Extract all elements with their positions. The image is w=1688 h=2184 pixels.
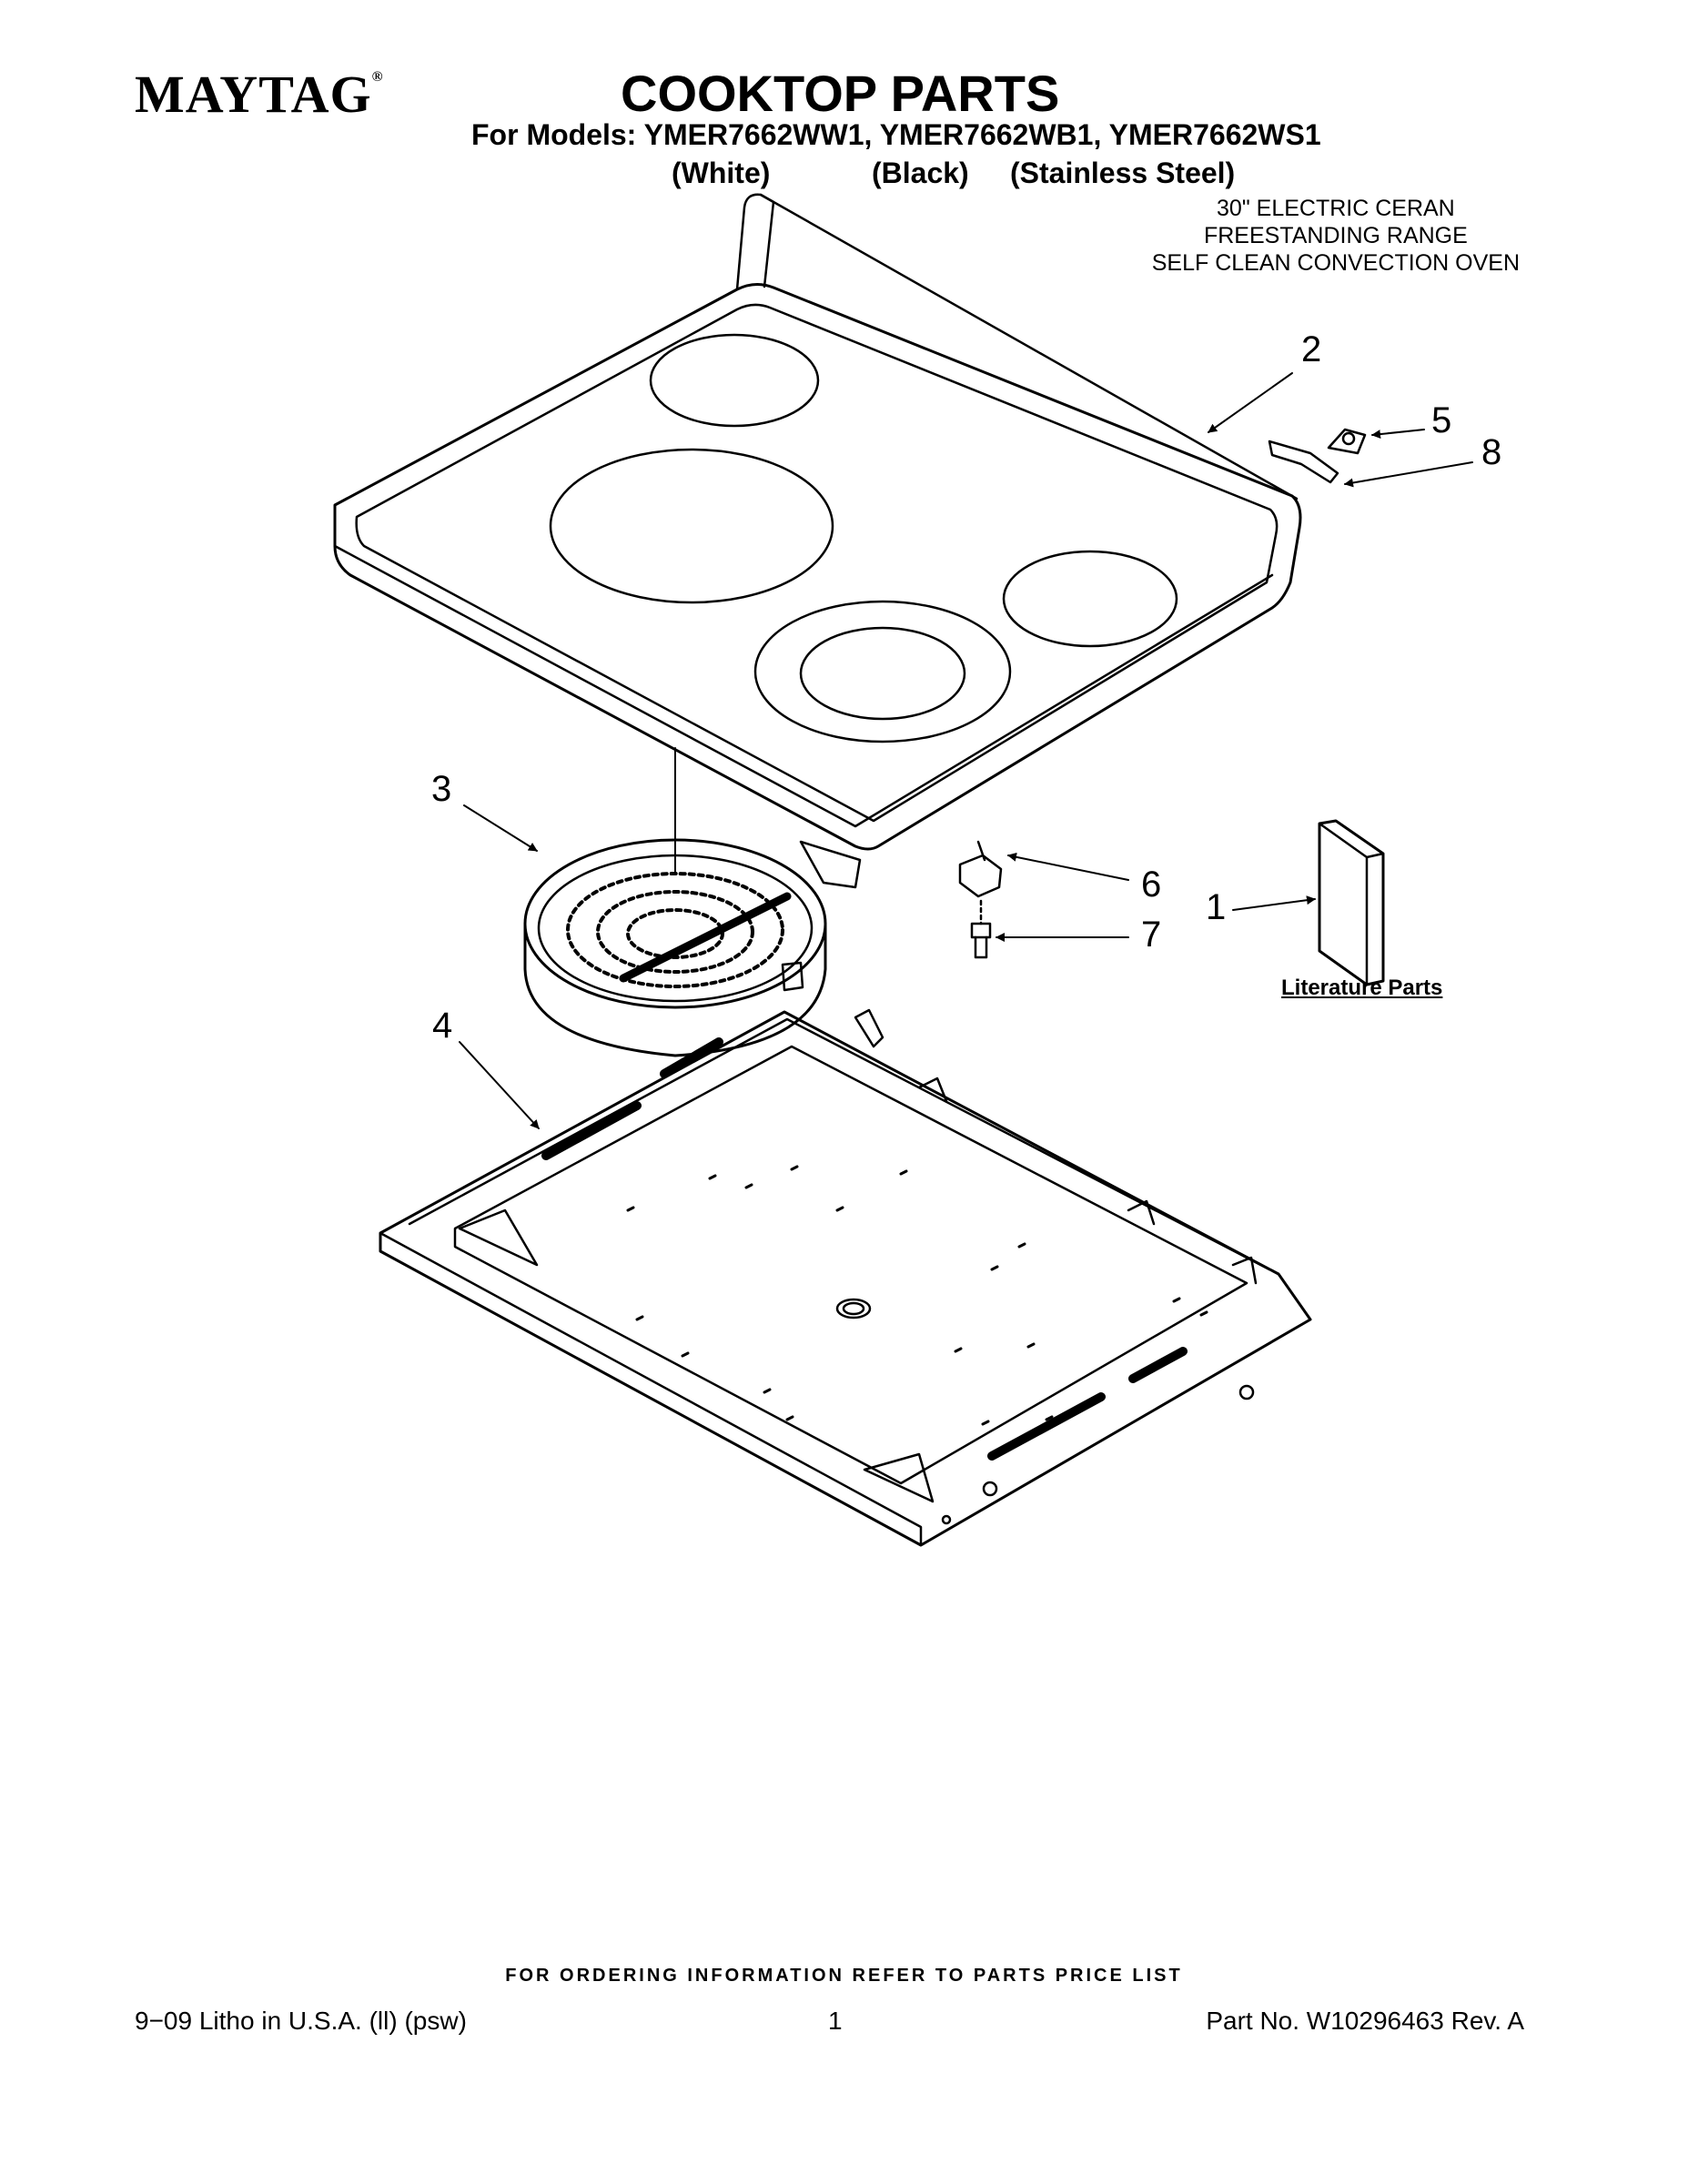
- variant-stainless: (Stainless Steel): [1010, 157, 1236, 189]
- callout-4: 4: [432, 1006, 453, 1046]
- callout-1: 1: [1206, 887, 1227, 927]
- description-line: 30" ELECTRIC CERAN: [1217, 196, 1455, 221]
- cooktop-main-top: [333, 193, 1302, 875]
- literature-parts-book: [1318, 819, 1385, 986]
- description-line: FREESTANDING RANGE: [1203, 223, 1468, 248]
- callout-6: 6: [1141, 864, 1162, 905]
- models-line: For Models: YMER7662WW1, YMER7662WB1, YM…: [471, 118, 1321, 151]
- ordering-note: FOR ORDERING INFORMATION REFER TO PARTS …: [505, 1966, 1183, 1986]
- variant-white: (White): [672, 157, 771, 189]
- brand-logo: MAYTAG®: [135, 65, 384, 124]
- callout-2: 2: [1301, 329, 1322, 369]
- callout-5: 5: [1431, 400, 1452, 440]
- litho-info: 9−09 Litho in U.S.A. (ll) (psw): [135, 2007, 467, 2035]
- callout-3: 3: [431, 769, 452, 809]
- cooktop-bottom-pan: [379, 1008, 1312, 1547]
- part-number: Part No. W10296463 Rev. A: [1206, 2007, 1524, 2035]
- clip-and-screw: [958, 840, 1003, 959]
- variant-black: (Black): [872, 157, 969, 189]
- product-description: 30" ELECTRIC CERAN FREESTANDING RANGE SE…: [1152, 195, 1520, 277]
- callout-7: 7: [1141, 915, 1162, 955]
- radiant-surface-element: [523, 838, 862, 1057]
- literature-parts-label: Literature Parts: [1281, 976, 1443, 1000]
- callout-leaders: [459, 372, 1473, 1129]
- page-number: 1: [828, 2007, 843, 2035]
- bracket-and-screw: [1268, 428, 1367, 484]
- description-line: SELF CLEAN CONVECTION OVEN: [1151, 250, 1520, 276]
- page-title: COOKTOP PARTS: [621, 65, 1060, 122]
- callout-8: 8: [1481, 432, 1502, 472]
